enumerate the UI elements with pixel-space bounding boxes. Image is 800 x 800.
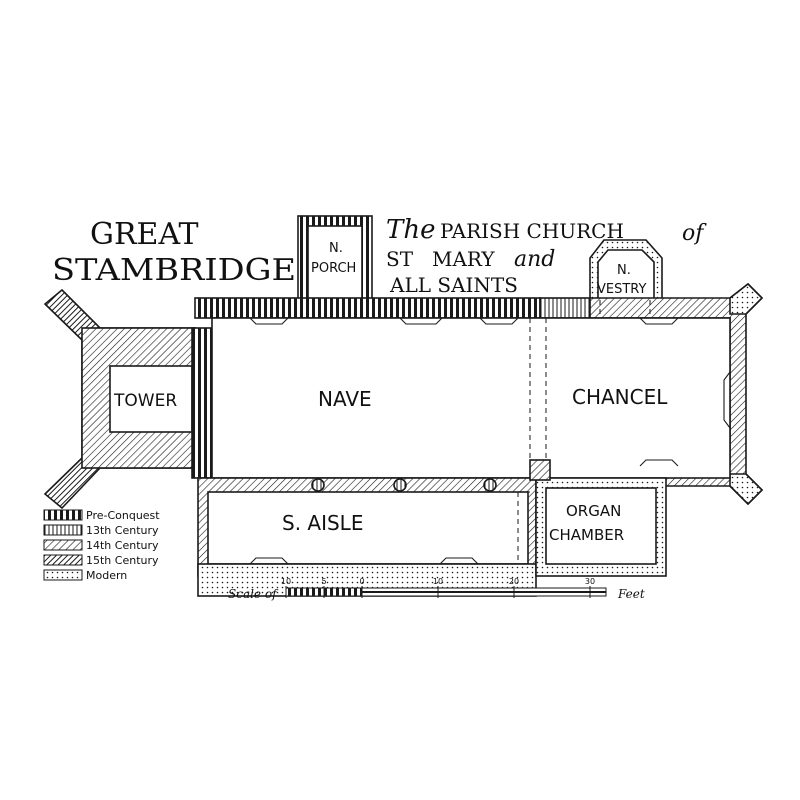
room-label-vestry-line-1: N. [617,263,631,278]
scale-suffix: Feet [617,587,645,601]
subtitle-mary: MARY [432,247,495,271]
south-aisle-walls [197,477,537,597]
title-line-1: GREAT [90,217,199,252]
legend-label-pre-conquest: Pre-Conquest [86,509,160,522]
room-label-tower: TOWER [113,391,177,411]
subtitle-all-saints: ALL SAINTS [389,273,518,297]
legend-swatch-pre-conquest [43,509,83,521]
window-openings [249,317,731,565]
subtitle-st: ST [386,247,414,271]
scale-tick-label: 5 [321,577,326,586]
subtitle-of: of [682,221,707,246]
tower-walls [43,288,213,510]
legend-swatch-13th [43,524,83,536]
legend-label-modern: Modern [86,569,127,582]
scale-tick-label: 10 [433,577,443,586]
title-line-2: STAMBRIDGE [52,253,296,288]
legend: Pre-Conquest 13th Century 14th Century 15th… [43,509,160,582]
legend-swatch-14th [43,539,83,551]
room-label-organ-chamber-line-2: CHAMBER [549,526,624,544]
room-label-organ-chamber-line-1: ORGAN [566,502,621,520]
scale-tick-label: 0 [359,577,364,586]
organ-chamber-walls [535,477,667,577]
room-label-south-aisle: S. AISLE [282,511,363,535]
room-label-porch-line-2: PORCH [311,261,356,276]
scale-prefix: Scale of [228,587,279,601]
subtitle-the: The [386,215,435,245]
legend-label-15th: 15th Century [86,554,159,567]
room-label-nave: NAVE [318,387,372,411]
north-porch-walls [297,215,373,301]
legend-swatch-modern [43,569,83,581]
scale-tick-label: 20 [509,577,519,586]
arcade-lines [199,300,651,564]
room-label-porch-line-1: N. [329,241,343,256]
legend-swatch-15th [43,554,83,566]
room-label-chancel: CHANCEL [572,385,668,409]
room-label-vestry-line-2: VESTRY [597,282,647,297]
north-vestry-walls [589,239,663,301]
scale-ticks: 10 5 0 10 20 30 [281,577,595,598]
legend-label-14th: 14th Century [86,539,159,552]
nave-interior [211,317,731,479]
scale-tick-label: 30 [585,577,595,586]
subtitle-parish-church: PARISH CHURCH [440,219,624,243]
scale-tick-label: 10 [281,577,291,586]
scale-bar: Scale of 10 5 0 10 20 30 Feet [228,577,645,601]
arcade-piers [311,459,551,492]
legend-label-13th: 13th Century [86,524,159,537]
subtitle-and: and [514,247,555,272]
nave-north-wall [194,297,591,319]
